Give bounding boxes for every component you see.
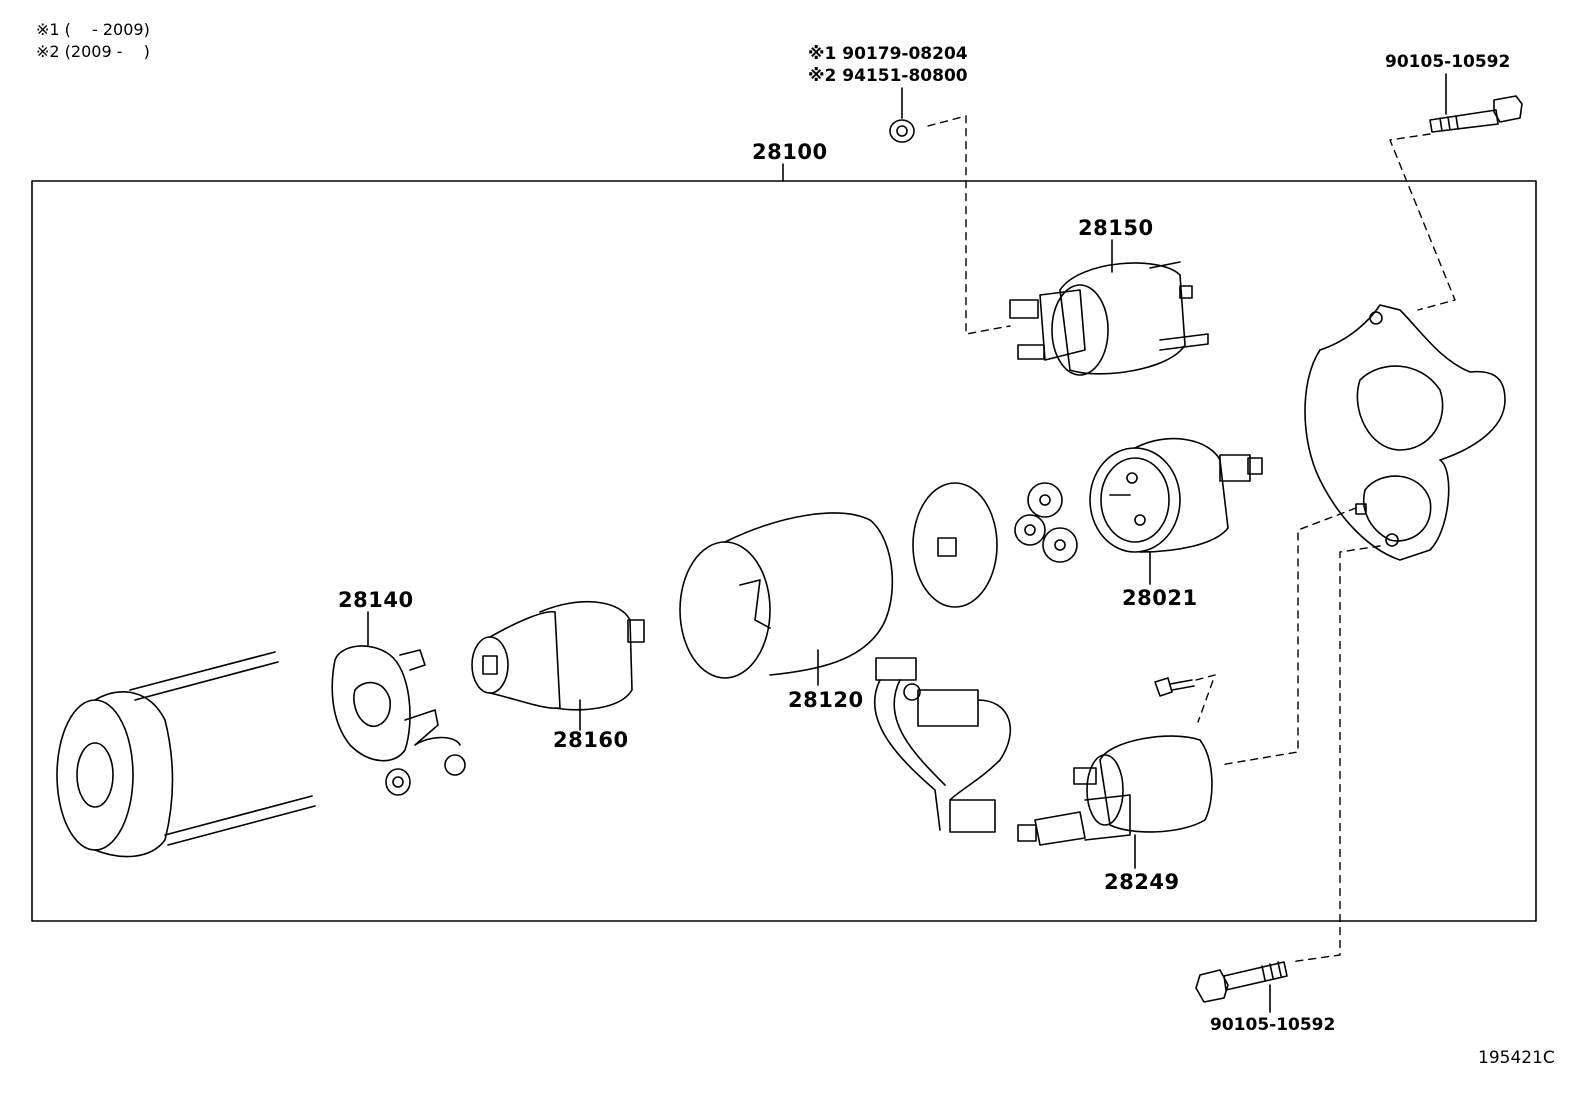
nut-top bbox=[889, 87, 915, 143]
nut-part-number-2[interactable]: ※2 94151-80800 bbox=[808, 66, 968, 86]
shield-disc bbox=[912, 482, 998, 608]
drive-housing bbox=[1304, 304, 1506, 561]
bolt-bottom bbox=[1195, 961, 1288, 1013]
solenoid-part-number[interactable]: 28150 bbox=[1078, 216, 1154, 240]
bolt-top-part-number[interactable]: 90105-10592 bbox=[1385, 52, 1511, 72]
solenoid-switch bbox=[1009, 239, 1209, 376]
armature bbox=[471, 600, 645, 731]
diagram-code: 195421C bbox=[1478, 1048, 1555, 1068]
small-bolt-dashed-leader bbox=[1195, 674, 1216, 723]
nut-part-number-1[interactable]: ※1 90179-08204 bbox=[808, 44, 968, 64]
bolt-top-dashed-leader bbox=[1389, 133, 1456, 311]
housing-lower-dashed-leader bbox=[1289, 545, 1381, 963]
assembly-part-number[interactable]: 28100 bbox=[752, 140, 828, 164]
housing-dashed-leader bbox=[1219, 507, 1357, 766]
clutch-part-number[interactable]: 28021 bbox=[1122, 586, 1198, 610]
nut-dashed-leader bbox=[927, 115, 1011, 335]
bolt-bottom-part-number[interactable]: 90105-10592 bbox=[1210, 1015, 1336, 1035]
lead-wire-part-number[interactable]: 28249 bbox=[1104, 870, 1180, 894]
yoke bbox=[679, 512, 894, 686]
end-frame bbox=[56, 651, 316, 858]
production-note-1: ※1 ( - 2009) bbox=[36, 20, 150, 39]
brush-holder-part-number[interactable]: 28140 bbox=[338, 588, 414, 612]
planetary-gears bbox=[1014, 482, 1078, 563]
clutch-assembly bbox=[1089, 437, 1263, 585]
armature-part-number[interactable]: 28160 bbox=[553, 728, 629, 752]
motor-sub-part bbox=[1017, 735, 1213, 869]
assembly-frame bbox=[31, 180, 1537, 922]
brush-holder bbox=[331, 611, 466, 796]
lead-wire-harness bbox=[873, 657, 1011, 833]
small-bolt bbox=[1154, 677, 1195, 697]
yoke-part-number[interactable]: 28120 bbox=[788, 688, 864, 712]
production-note-2: ※2 (2009 - ) bbox=[36, 42, 150, 61]
bolt-top bbox=[1429, 73, 1523, 133]
